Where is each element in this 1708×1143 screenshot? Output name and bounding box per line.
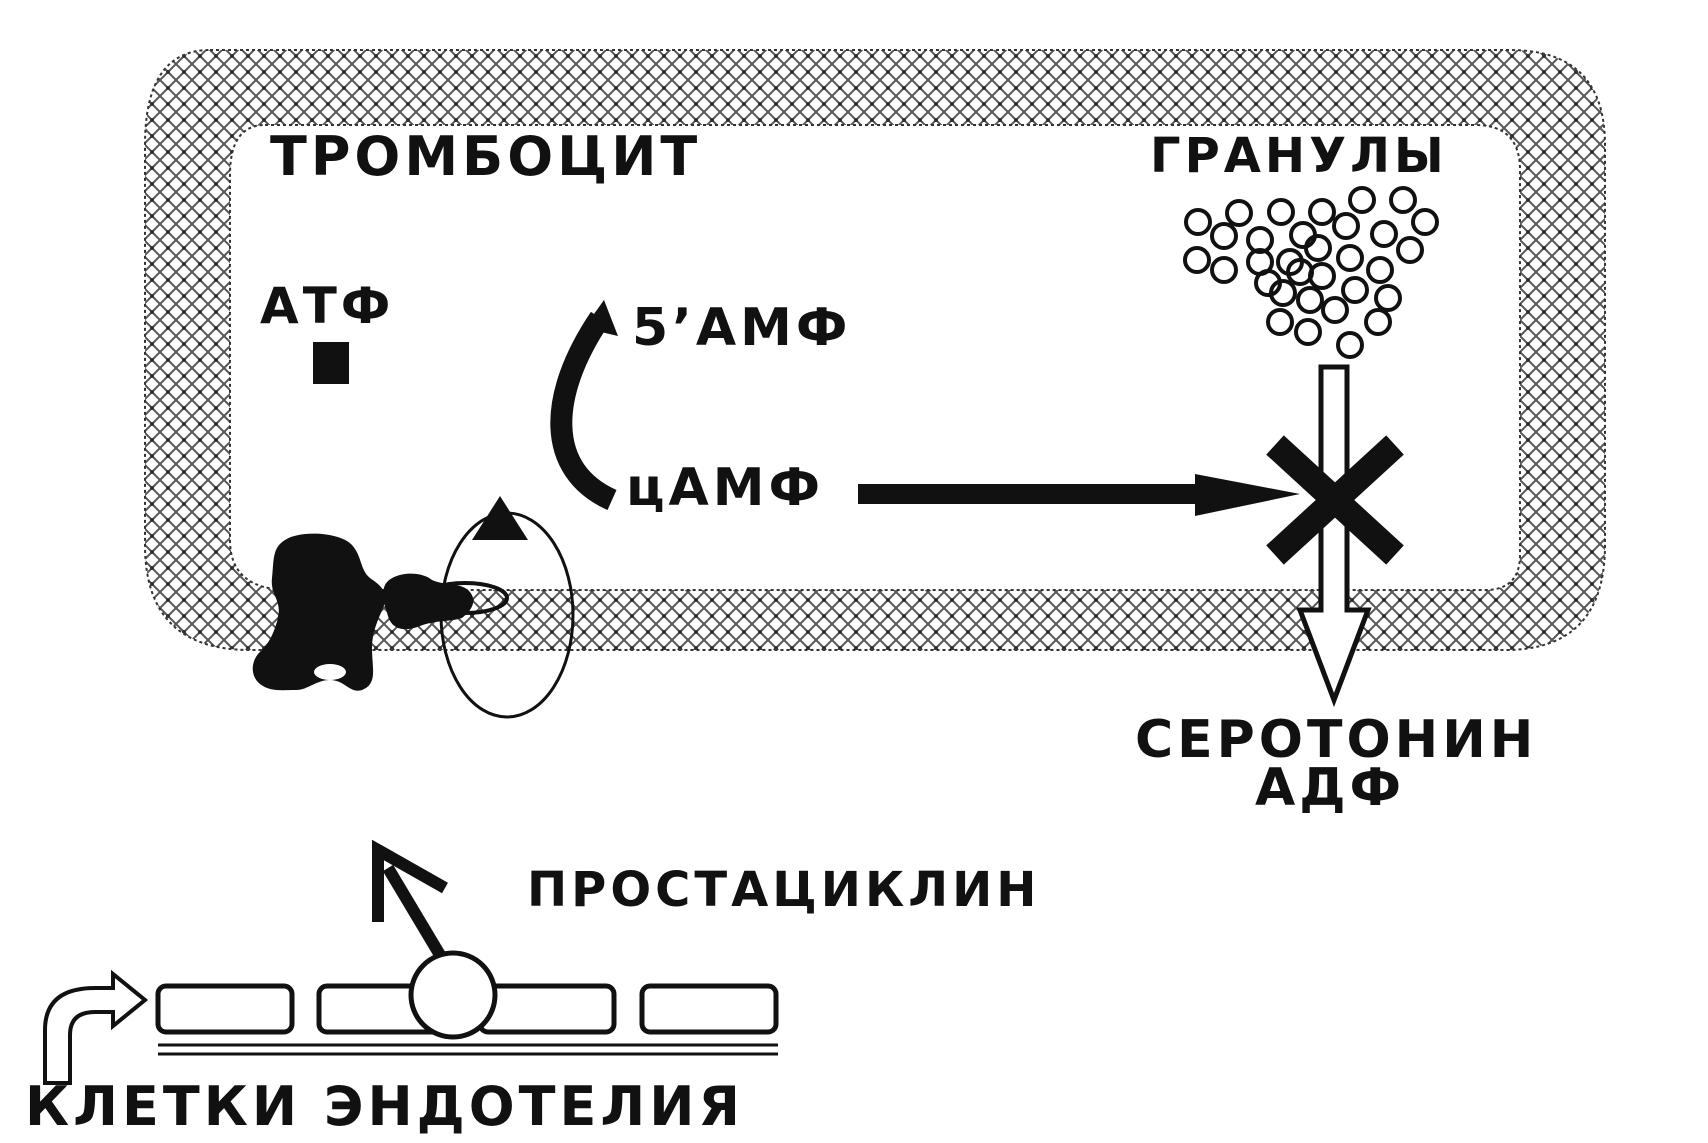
granule [1348,186,1376,214]
granule [1341,276,1369,304]
granule [1210,222,1238,250]
platelet-label: ТРОМБОЦИТ [270,125,702,188]
granule [1374,284,1402,312]
secreting-cell-circle [408,950,498,1040]
camp-arrow-head [1195,474,1300,516]
granule [1308,198,1336,226]
bent-hollow-arrow [43,969,149,1085]
endothelial-cell [477,983,617,1035]
granules-cluster [1183,186,1439,359]
granule [1269,279,1297,307]
granule [1296,286,1324,314]
camp-arrow-shaft [858,484,1208,504]
granule [1210,256,1238,284]
endothelium-label: КЛЕТКИ ЭНДОТЕЛИЯ [25,1075,745,1138]
granule [1225,199,1253,227]
inhibition-x-icon [1266,435,1404,565]
granule [1321,296,1349,324]
granule [1389,186,1417,214]
triangle-icon [472,496,528,540]
granule [1304,234,1332,262]
prostacyclin-arrowhead [372,839,448,922]
granule [1294,318,1322,346]
atp-square-icon [313,342,349,384]
granules-label: ГРАНУЛЫ [1150,128,1448,184]
endothelial-cell [639,983,779,1035]
serotonin-label: СЕРОТОНИН [1135,710,1538,770]
granule [1370,220,1398,248]
atp-label: АТФ [260,277,395,335]
receptor-protein [252,533,386,691]
granule [1411,208,1439,236]
camp-to-5amp-arrowhead [584,300,618,336]
granule [1332,212,1360,240]
granule [1184,208,1212,236]
camp-to-5amp-arrow [550,311,617,511]
granule [1364,308,1392,336]
secretion-hollow-arrow [1296,364,1372,708]
granule [1267,198,1295,226]
adp-label: АДФ [1255,758,1406,818]
granule [1308,262,1336,290]
g-protein [382,573,474,630]
granule [1183,246,1211,274]
granule [1336,244,1364,272]
camp-label: цАМФ [626,458,825,518]
granule [1366,256,1394,284]
prostacyclin-arrow [382,864,446,959]
endothelial-cell [155,983,295,1035]
granule [1289,221,1317,249]
amp5-label: 5’АМФ [632,298,852,358]
receptor-pocket [314,664,346,680]
granule [1396,236,1424,264]
granule [1266,308,1294,336]
prostacyclin-label: ПРОСТАЦИКЛИН [527,862,1041,918]
granule [1336,331,1364,359]
